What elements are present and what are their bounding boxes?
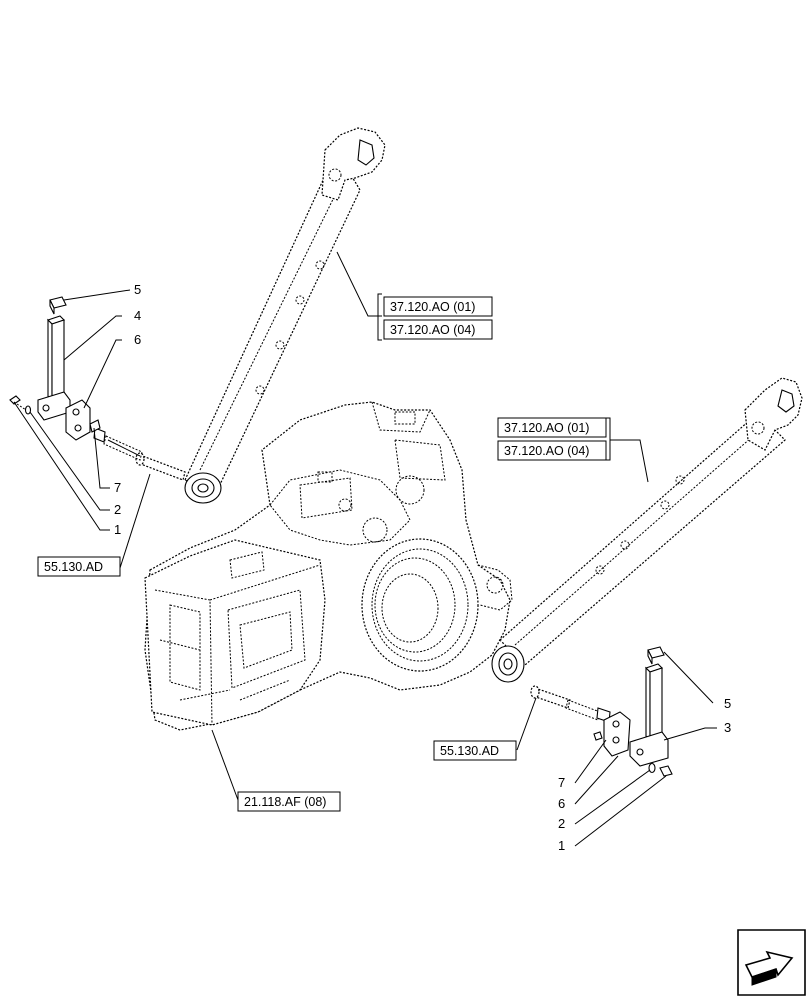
callout-numbers-right: 5 3 7 6 2 1 xyxy=(558,696,731,853)
svg-text:37.120.AO (04): 37.120.AO (04) xyxy=(390,323,475,337)
callout-5-left: 5 xyxy=(134,282,141,297)
callout-3-right: 3 xyxy=(724,720,731,735)
callout-2-left: 2 xyxy=(114,502,121,517)
callout-2-right: 2 xyxy=(558,816,565,831)
rear-axle-housing xyxy=(144,401,513,731)
callout-1-left: 1 xyxy=(114,522,121,537)
ref-box-upper-left-b[interactable]: 37.120.AO (04) xyxy=(383,319,493,340)
callout-5-right: 5 xyxy=(724,696,731,711)
callout-6-left: 6 xyxy=(134,332,141,347)
ref-box-housing[interactable]: 21.118.AF (08) xyxy=(237,791,341,812)
callout-6-right: 6 xyxy=(558,796,565,811)
callout-numbers-left: 5 4 6 7 2 1 xyxy=(114,282,141,537)
right-bracket-items xyxy=(593,646,673,777)
next-page-arrow-icon[interactable] xyxy=(737,929,806,996)
callout-7-left: 7 xyxy=(114,480,121,495)
ref-box-upper-right-a[interactable]: 37.120.AO (01) xyxy=(497,417,607,438)
left-pin-assembly xyxy=(93,427,186,481)
ref-box-right-pin[interactable]: 55.130.AD xyxy=(433,740,517,761)
callout-7-right: 7 xyxy=(558,775,565,790)
leader-lines xyxy=(13,251,717,847)
ref-box-upper-left-a[interactable]: 37.120.AO (01) xyxy=(383,296,493,317)
svg-text:37.120.AO (01): 37.120.AO (01) xyxy=(390,300,475,314)
svg-text:55.130.AD: 55.130.AD xyxy=(440,744,499,758)
right-pin-assembly xyxy=(530,685,611,723)
right-lower-link xyxy=(491,377,803,683)
svg-text:37.120.AO (01): 37.120.AO (01) xyxy=(504,421,589,435)
ref-box-upper-right-b[interactable]: 37.120.AO (04) xyxy=(497,440,607,461)
ref-box-left-pin[interactable]: 55.130.AD xyxy=(37,556,121,577)
callout-1-right: 1 xyxy=(558,838,565,853)
callout-4-left: 4 xyxy=(134,308,141,323)
svg-text:55.130.AD: 55.130.AD xyxy=(44,560,103,574)
left-lower-link xyxy=(184,127,386,504)
left-bracket-items xyxy=(9,296,101,441)
svg-text:37.120.AO (04): 37.120.AO (04) xyxy=(504,444,589,458)
svg-text:21.118.AF (08): 21.118.AF (08) xyxy=(244,795,326,809)
